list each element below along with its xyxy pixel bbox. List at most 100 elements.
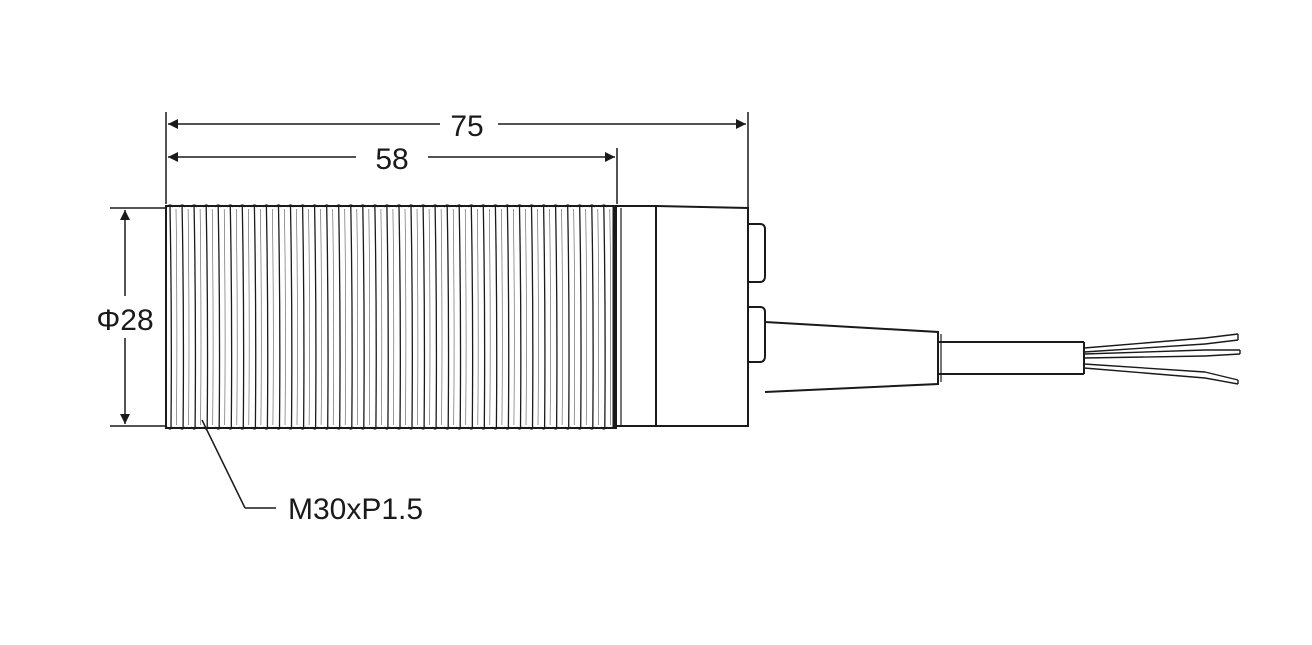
thread-crest [323,204,331,208]
thread-groove [416,208,419,426]
thread-crest [359,426,367,430]
thread-ridge [482,206,486,428]
thread-callout: M30xP1.5 [201,419,423,526]
thread-ridge [301,206,305,428]
thread-ridge [434,206,438,428]
thread-groove [428,208,431,426]
thread-groove [392,208,395,426]
thread-ridge [518,206,522,428]
thread-crest [178,426,186,430]
thread-groove [272,208,274,426]
thread-crest [455,426,463,430]
thread-groove [380,208,383,426]
thread-crest [299,204,307,208]
thread-groove [501,208,503,426]
thread-ridge [265,206,269,428]
thread-crest [287,426,294,430]
thread-crest [226,426,234,430]
thread-crest [275,204,282,208]
thread-groove [187,208,190,426]
thread-groove [211,208,214,426]
thread-groove [573,208,575,426]
thread-ridge [410,206,413,428]
thread-ridge [603,206,606,428]
thread-groove [609,208,611,426]
thread-crest [275,426,282,430]
extension-lines [110,112,749,427]
thread-crest [287,204,294,208]
thread-groove [199,208,202,426]
thread-crest [491,426,499,430]
thread-ridge [169,206,172,428]
thread-crest [238,426,246,430]
thread-crest [564,204,572,208]
thread-crest [202,204,210,208]
thread-ridge [193,206,197,428]
thread-crest [250,426,258,430]
thread-crest [371,204,379,208]
thread-groove [464,208,467,426]
diameter-label: Φ28 [96,304,153,337]
thread-groove [296,208,298,426]
cable-gland [764,321,942,393]
cable [938,341,1085,375]
thread-groove [537,208,539,426]
thread-spec-label: M30xP1.5 [288,493,423,526]
thread-crest [419,204,427,208]
thread-crest [491,204,499,208]
thread-crest [516,426,523,430]
thread-groove [236,208,238,426]
thread-crest [455,204,463,208]
thread-groove [320,208,322,426]
thread-groove [284,208,286,426]
thread-length-label: 58 [375,143,408,176]
thread-ridge [386,206,389,428]
threaded-body [165,204,617,430]
thread-crest [479,204,487,208]
thread-groove [356,208,358,426]
thread-groove [248,208,250,426]
thread-ridge [446,206,450,428]
thread-ridge [326,206,329,428]
thread-crest [335,204,343,208]
thread-ridge [591,206,594,428]
thread-crest [552,426,560,430]
thread-groove [223,208,226,426]
dimension-overall-length: 75 [168,110,746,143]
thread-crest [588,426,596,430]
thread-crest [178,204,186,208]
thread-crest [528,204,535,208]
thread-groove [404,208,407,426]
thread-crest [238,204,246,208]
thread-crest [347,204,355,208]
thread-ridge [494,206,498,428]
thread-crest [311,204,319,208]
thread-ridge [217,206,221,428]
thread-groove [585,208,587,426]
thread-crest [576,426,584,430]
thread-ridge [205,206,209,428]
thread-ridge [350,206,353,428]
thread-ridge [241,206,245,428]
thread-groove [549,208,551,426]
thread-ridge [313,206,317,428]
thread-ridge [374,206,377,428]
thread-crest [564,426,572,430]
thread-ridge [422,206,426,428]
thread-crest [383,426,391,430]
thread-ridge [338,206,341,428]
thread-crest [576,204,584,208]
thread-groove [308,208,310,426]
dimension-thread-length: 58 [168,143,615,176]
thread-groove [344,208,346,426]
thread-groove [440,208,443,426]
thread-crest [335,426,343,430]
thread-crest [503,204,511,208]
thread-groove [489,208,491,426]
thread-crest [479,426,487,430]
thread-ridge [362,206,365,428]
thread-crest [431,204,439,208]
rear-housing [615,205,749,427]
thread-crest [503,426,511,430]
